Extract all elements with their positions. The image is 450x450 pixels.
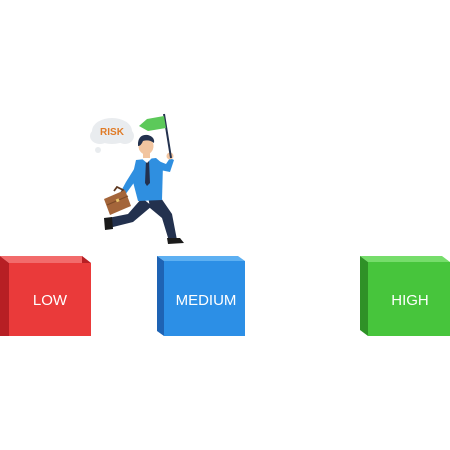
speech-bubble-icon: RISK [90,118,134,153]
high-risk-block: HIGH [360,256,450,336]
low-label: LOW [33,292,68,309]
flag-icon [139,113,172,159]
medium-risk-block: MEDIUM [157,256,245,336]
high-label: HIGH [391,292,429,309]
medium-label: MEDIUM [176,292,237,309]
businessman-figure [104,134,184,244]
briefcase-icon [104,185,131,215]
risk-label: RISK [100,127,125,138]
low-risk-block: LOW [0,256,91,336]
